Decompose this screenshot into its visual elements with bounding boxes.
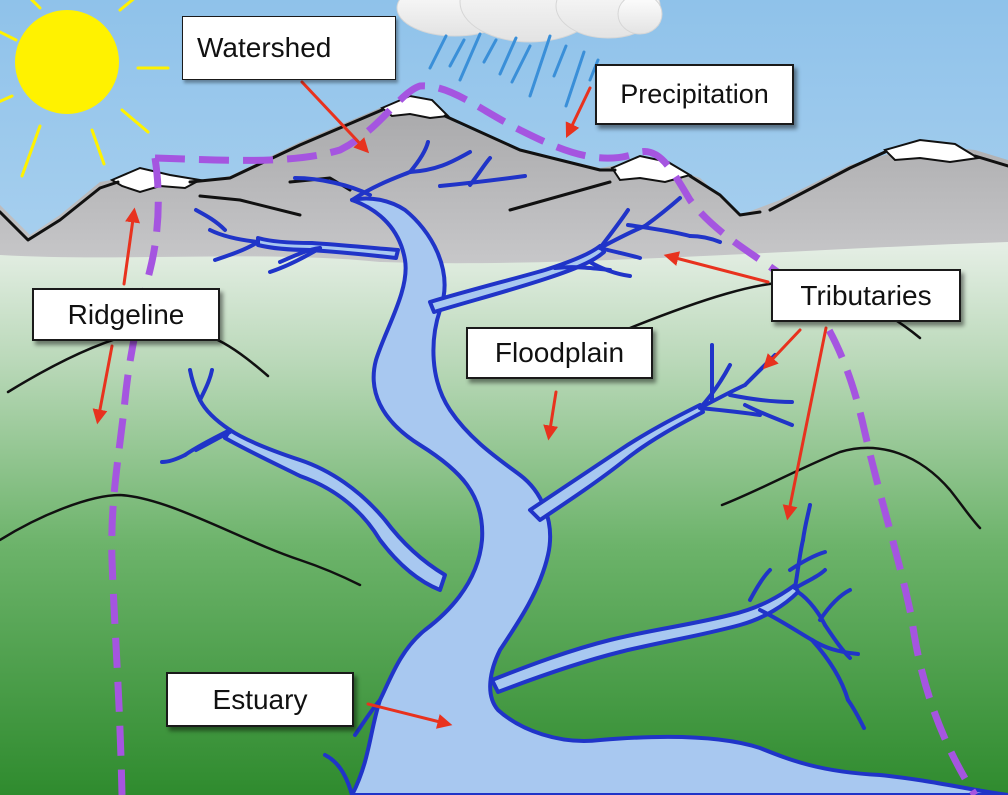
arrow-floodplain [543,390,559,441]
arrow-estuary [366,702,453,729]
sun-icon [0,0,170,178]
watershed-boundary [108,82,978,795]
arrow-tributaries-3 [782,326,828,521]
arrow-tributaries-1 [663,251,770,284]
estuary-label: Estuary [166,672,354,727]
arrow-precipitation [565,86,592,139]
precipitation-label: Precipitation [595,64,794,125]
arrow-ridgeline-up [122,207,140,286]
tributaries-label: Tributaries [771,269,961,322]
arrow-tributaries-2 [762,328,802,370]
tributaries [160,140,866,795]
arrow-ridgeline-down [92,344,114,425]
ridgeline-label: Ridgeline [32,288,220,341]
watershed-label: Watershed [182,16,396,80]
cloud-icon [396,0,663,43]
river [223,196,1008,795]
pointer-arrows [92,80,828,729]
arrow-watershed [300,80,370,154]
floodplain-label: Floodplain [466,327,653,379]
rain-icon [428,32,600,108]
